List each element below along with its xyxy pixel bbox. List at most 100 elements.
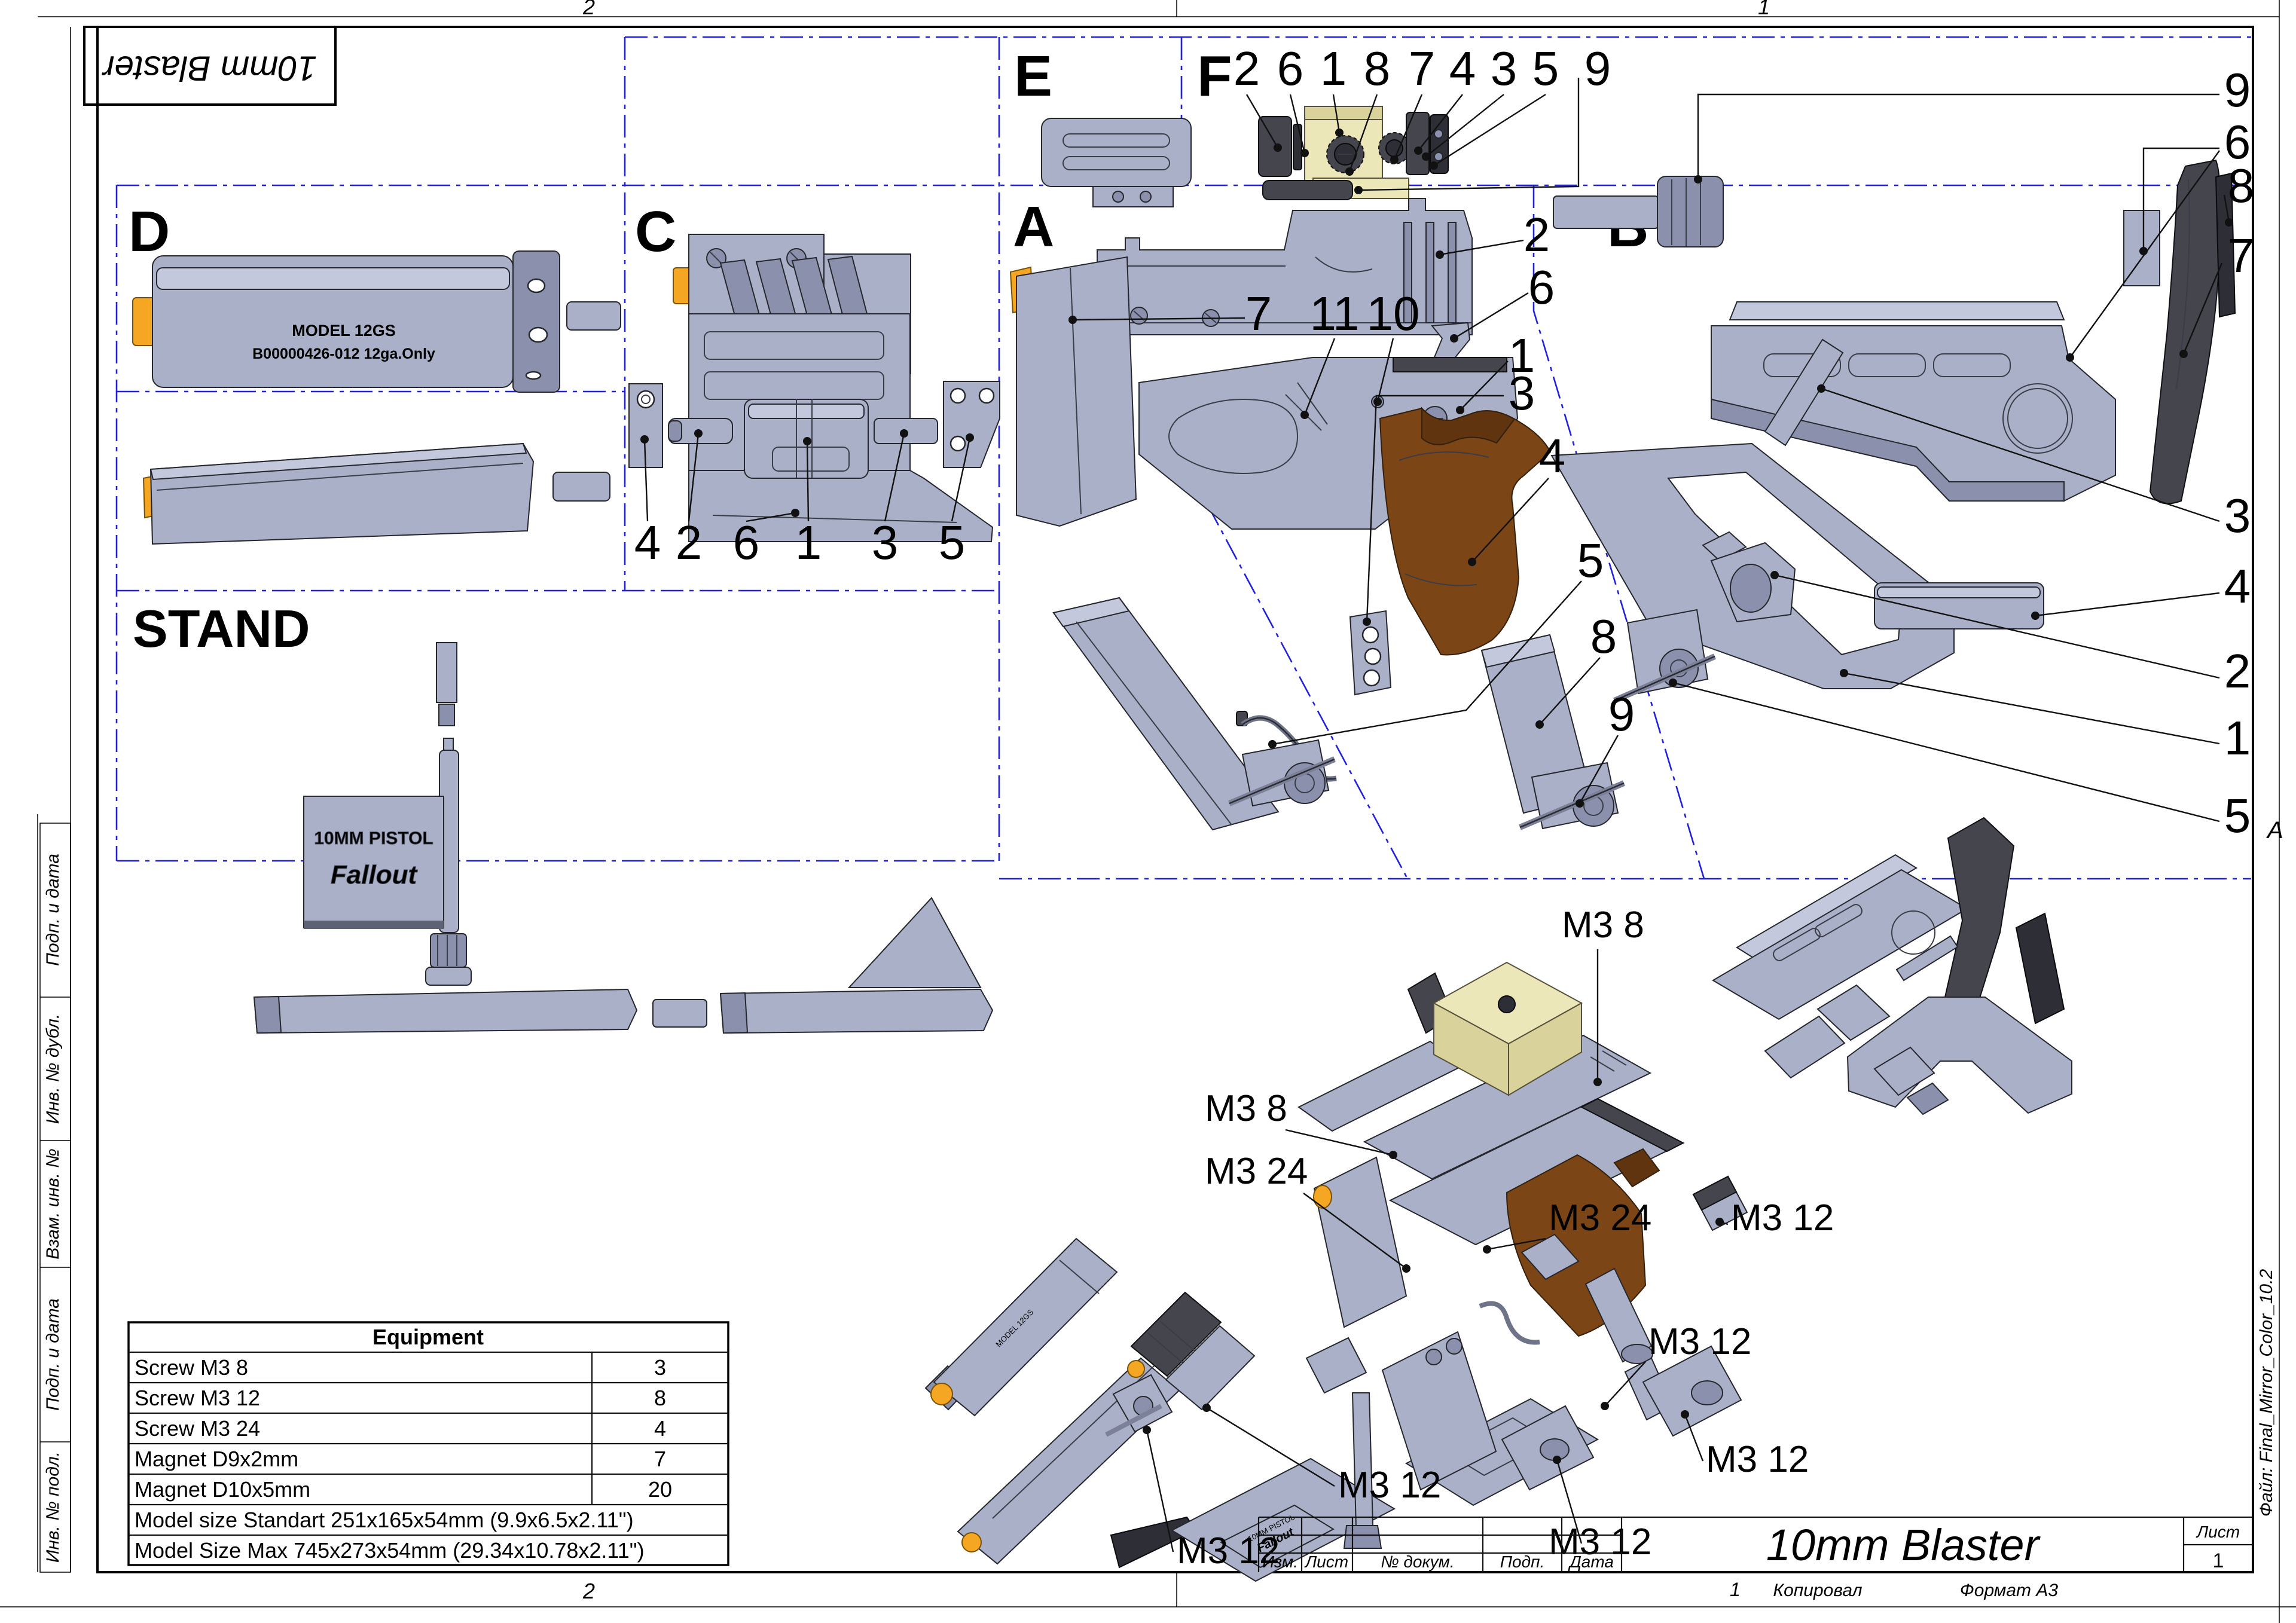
suppressor-text-1: MODEL 12GS	[292, 322, 396, 340]
leader-line	[1821, 387, 2220, 522]
part-callout: 6	[1277, 42, 1304, 95]
part-callout: 1	[1509, 329, 1535, 382]
leader-line	[746, 512, 796, 522]
section-label-e: E	[1014, 44, 1052, 108]
leader-line	[1146, 1429, 1174, 1552]
leader-line	[1672, 681, 2220, 823]
section-f-scope	[1258, 106, 1449, 200]
tb-title: 10mm Blaster	[1766, 1520, 2041, 1570]
leader-dot	[1373, 398, 1382, 406]
section-d-slide-cover	[142, 442, 610, 545]
leader-line	[1303, 338, 1336, 415]
leader-dot	[1345, 167, 1354, 176]
stand-parts: 10MM PISTOL Fallout	[253, 642, 994, 1034]
equipment-note: Model size Standart 251x165x54mm (9.9x6.…	[135, 1508, 634, 1532]
leader-line	[1684, 1414, 1704, 1462]
part-callout: 10	[1367, 287, 1420, 340]
part-callout: 1	[1320, 42, 1347, 95]
leader-line	[1418, 94, 1463, 151]
leader-dot	[1468, 558, 1476, 566]
part-callout: 4	[634, 516, 661, 569]
leader-dot	[1300, 411, 1309, 419]
leader-dot	[1535, 720, 1544, 729]
leader-dot	[1817, 384, 1825, 393]
stamp-podp-data-2: Подп. и дата	[43, 1298, 63, 1411]
leader-line	[1366, 395, 1504, 622]
footer-sheet-no: 1	[1730, 1579, 1741, 1600]
leader-line	[1072, 317, 1245, 321]
equipment-title: Equipment	[373, 1325, 484, 1349]
equipment-row-qty: 7	[654, 1447, 666, 1471]
screw-size-label: M3 12	[1648, 1321, 1751, 1362]
leader-dot	[1840, 669, 1848, 677]
section-a-slide	[1097, 198, 1473, 335]
zone-letter-right: A	[2266, 817, 2283, 843]
leader-dot	[1422, 152, 1430, 161]
part-callout: 4	[1539, 429, 1566, 482]
stand-plaque: 10MM PISTOL Fallout	[303, 796, 444, 929]
part-callout: 7	[1245, 287, 1272, 340]
leader-line	[1486, 1237, 1546, 1251]
leader-dot	[1390, 155, 1399, 164]
part-callout: 3	[872, 516, 899, 569]
stamp-vzam-inv: Взам. инв. №	[43, 1148, 63, 1260]
stamp-inv-dubl: Инв. № дубл.	[43, 1014, 63, 1124]
zone-divider-lines	[115, 36, 2251, 880]
section-label-d: D	[129, 200, 170, 264]
section-label-f: F	[1197, 44, 1232, 108]
leader-dot	[1770, 571, 1779, 579]
leader-line	[1289, 94, 1306, 154]
leader-line	[2142, 147, 2219, 251]
part-callout: 9	[1584, 42, 1611, 95]
leader-line	[2069, 150, 2220, 358]
leader-dot	[2066, 353, 2074, 362]
leader-line	[1332, 94, 1341, 133]
leader-line	[1245, 94, 1279, 148]
section-e-cover	[1041, 118, 1192, 207]
part-callout: 11	[1309, 287, 1359, 340]
leader-dot	[966, 433, 974, 442]
section-b-buttpad	[2149, 159, 2221, 505]
screw-size-label: M3 12	[1177, 1530, 1280, 1572]
section-b-rod-nut	[1553, 176, 1724, 247]
screw-size-label: M3 24	[1549, 1197, 1651, 1239]
leader-dot	[1354, 186, 1363, 194]
section-label-stand: STAND	[133, 599, 310, 658]
part-callout: 6	[2224, 115, 2251, 169]
leader-dot	[1430, 161, 1438, 170]
screw-size-label: M3 12	[1731, 1197, 1834, 1239]
part-callout: 2	[676, 516, 703, 569]
leader-dot	[791, 509, 799, 517]
screw-size-label: M3 8	[1205, 1088, 1287, 1129]
equipment-row-name: Screw M3 24	[135, 1416, 260, 1441]
part-callout: 9	[2224, 63, 2251, 117]
section-label-c: C	[635, 200, 676, 264]
part-callout: 4	[2224, 560, 2251, 613]
equipment-table: Equipment Screw M3 8 3 Screw M3 12 8 Scr…	[127, 1321, 729, 1566]
part-callout: 9	[1608, 687, 1635, 741]
assembly-pistol	[1297, 961, 1748, 1491]
equipment-row-qty: 20	[648, 1477, 672, 1502]
leader-dot	[1681, 1410, 1689, 1419]
equipment-row-qty: 3	[654, 1355, 666, 1380]
part-callout: 8	[2228, 159, 2255, 212]
part-callout: 6	[733, 516, 760, 569]
leader-line	[1439, 239, 1524, 256]
section-a-sear-bracket	[1349, 610, 1392, 696]
part-callout: 3	[1491, 42, 1518, 95]
leader-dot	[1593, 1078, 1602, 1086]
leader-line	[1433, 93, 1546, 167]
title-block: Изм. Лист № докум. Подп. Дата 10mm Blast…	[1257, 1516, 2253, 1572]
part-callout: 4	[1449, 42, 1476, 95]
leader-line	[643, 439, 649, 522]
assembly-stock	[1712, 817, 2072, 1115]
section-label-a: A	[1013, 195, 1054, 259]
leader-line	[1358, 78, 1580, 191]
leader-line	[2223, 194, 2230, 223]
leader-line	[1471, 478, 1549, 563]
leader-dot	[1402, 1264, 1410, 1273]
leader-line	[2182, 262, 2223, 354]
footer-texts: 1 Копировал Формат А3 Файл: Final_Mirror…	[1730, 1269, 2276, 1600]
leader-dot	[803, 437, 811, 445]
